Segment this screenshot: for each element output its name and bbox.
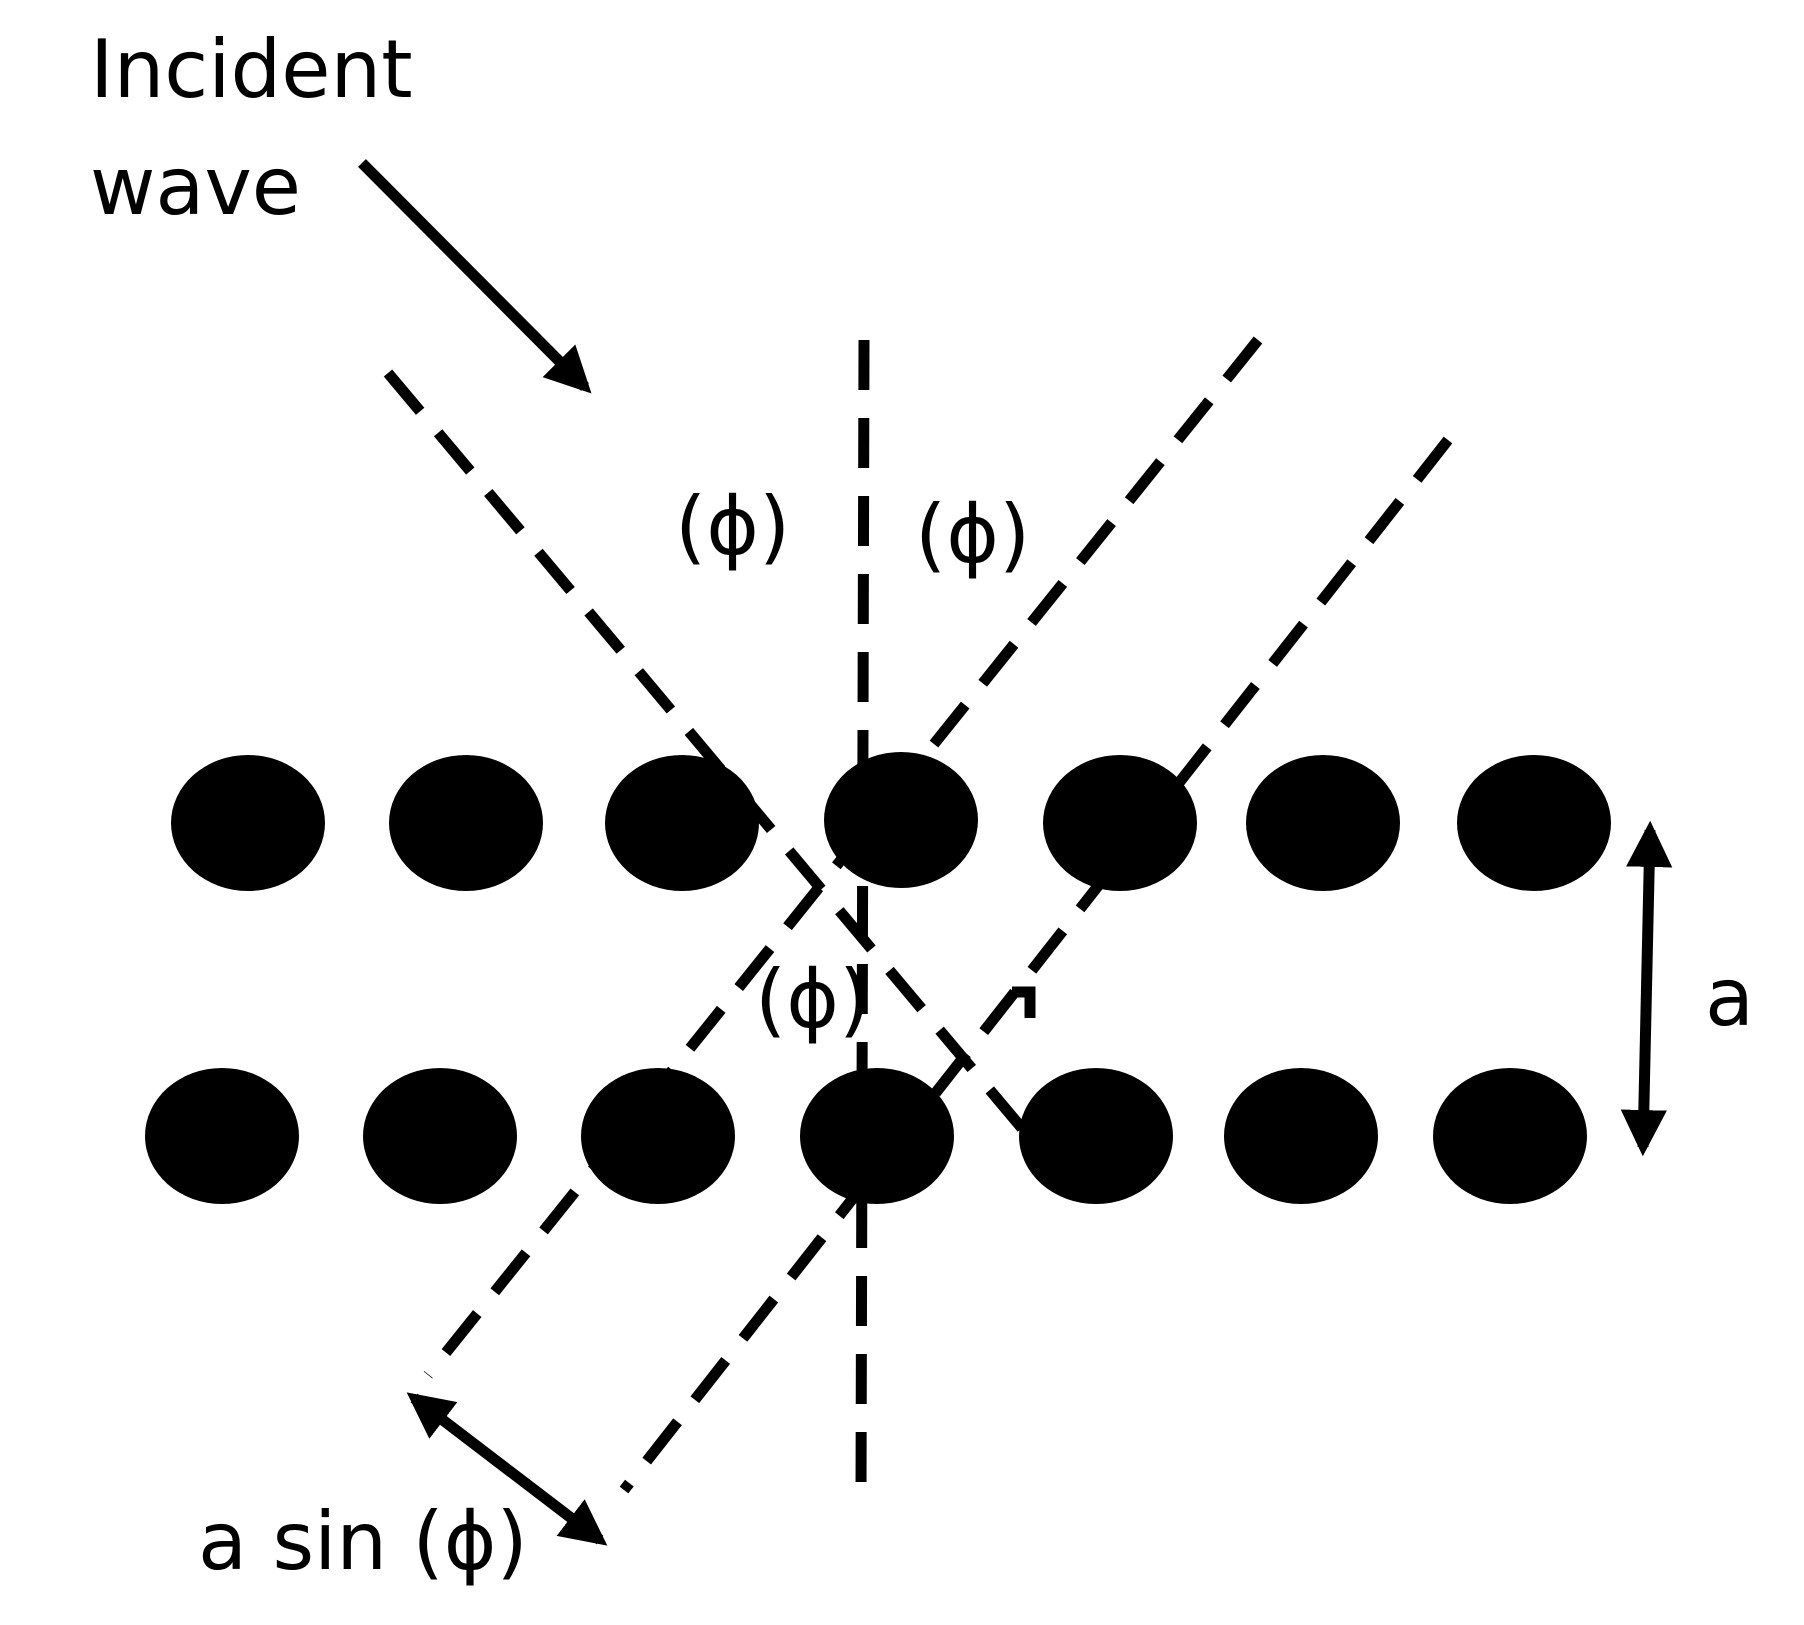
atom: [605, 755, 759, 891]
atom: [1246, 755, 1400, 891]
angle-label-middle: (ϕ): [755, 953, 871, 1046]
atom: [171, 755, 325, 891]
atom: [363, 1068, 517, 1204]
atom: [1043, 755, 1197, 891]
atom: [389, 755, 543, 891]
diffracted-ray-dashed-line-1: [423, 336, 1263, 1379]
incident-wave-label-line2: wave: [90, 140, 302, 233]
diffracted-ray-dashed-line-2: [619, 436, 1453, 1494]
atom: [581, 1068, 735, 1204]
spacing-double-arrow: [1620, 820, 1673, 1157]
path-difference-double-arrow: [406, 1392, 608, 1546]
atom: [1019, 1068, 1173, 1204]
atom: [1433, 1068, 1587, 1204]
incident-wave-label-line1: Incident: [90, 23, 413, 116]
path-difference-label: a sin (ϕ): [198, 1495, 528, 1588]
atom-row-top: [171, 752, 1611, 891]
right-angle-marker: [1012, 986, 1036, 1018]
angle-label-top-right: (ϕ): [915, 488, 1031, 581]
angle-label-top-left: (ϕ): [675, 480, 791, 573]
normal-dashed-line: [855, 339, 870, 1496]
atom-row-bottom: [145, 1068, 1587, 1204]
incident-wave-arrow: [358, 159, 592, 394]
spacing-label: a: [1705, 951, 1755, 1044]
atom: [1224, 1068, 1378, 1204]
atom: [800, 1068, 954, 1204]
atom: [824, 752, 978, 888]
atom: [145, 1068, 299, 1204]
atom: [1457, 755, 1611, 891]
